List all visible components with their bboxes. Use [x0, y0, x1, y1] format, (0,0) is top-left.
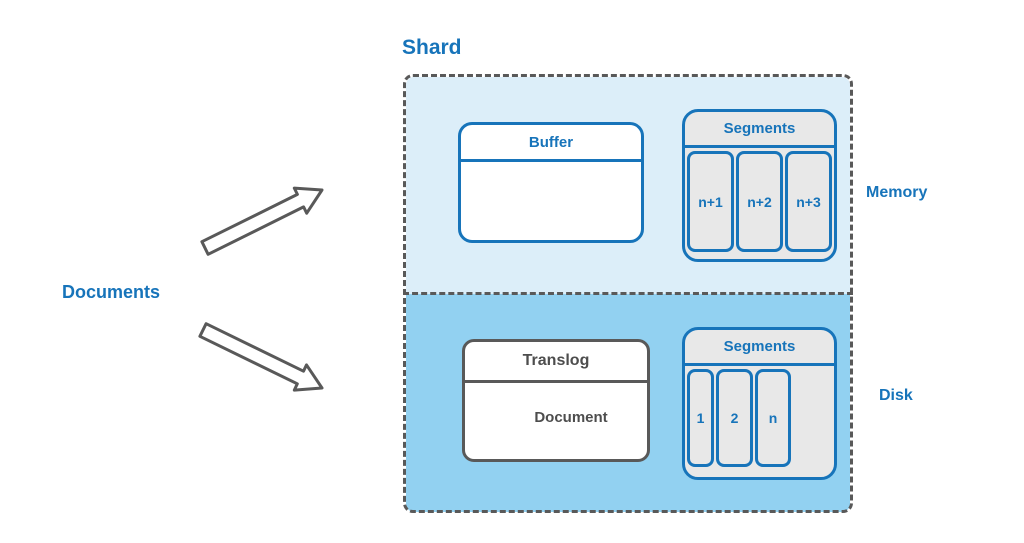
translog-title: Translog — [465, 342, 647, 383]
memory-disk-divider — [403, 292, 853, 295]
segment-item: 2 — [716, 369, 753, 467]
segment-item: n+3 — [785, 151, 832, 252]
disk-segments-title: Segments — [685, 330, 834, 366]
segment-item: n+1 — [687, 151, 734, 252]
memory-segments-box: Segments n+1 n+2 n+3 — [682, 109, 837, 262]
documents-label: Documents — [62, 282, 161, 302]
segment-item: n — [755, 369, 791, 467]
segment-item: n+2 — [736, 151, 783, 252]
translog-box: Translog — [462, 339, 650, 462]
buffer-box: Buffer — [458, 122, 644, 243]
disk-segments-box: Segments 1 2 n — [682, 327, 837, 480]
memory-segments-title: Segments — [685, 112, 834, 148]
document-label: Document — [534, 409, 608, 426]
disk-segments-body: 1 2 n — [685, 366, 834, 470]
segment-item: 1 — [687, 369, 714, 467]
arrow-to-memory-icon — [200, 186, 324, 256]
shard-title: Shard — [402, 36, 462, 59]
disk-region-label: Disk — [879, 387, 913, 404]
memory-region-label: Memory — [866, 184, 928, 201]
memory-segments-body: n+1 n+2 n+3 — [685, 148, 834, 255]
arrow-to-disk-icon — [198, 322, 324, 392]
buffer-title: Buffer — [461, 125, 641, 162]
